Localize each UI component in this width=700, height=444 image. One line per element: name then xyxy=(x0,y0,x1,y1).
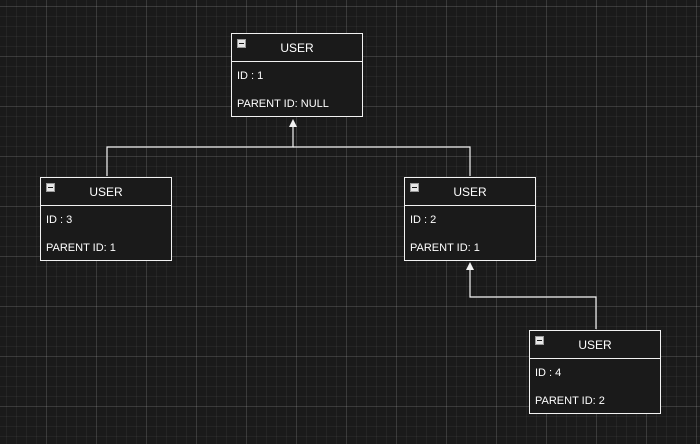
field-id: ID : 2 xyxy=(410,214,437,226)
field-id: ID : 4 xyxy=(535,367,562,379)
connector-user4-to-user2[interactable] xyxy=(466,262,597,329)
collapse-icon[interactable] xyxy=(535,336,544,345)
field-parent-id: PARENT ID: 1 xyxy=(410,242,480,254)
collapse-icon[interactable] xyxy=(410,183,419,192)
entity-user-3[interactable]: USER ID : 3 PARENT ID: 1 xyxy=(40,177,172,261)
entity-user-4[interactable]: USER ID : 4 PARENT ID: 2 xyxy=(529,330,661,414)
connector-user2-to-user1[interactable] xyxy=(293,146,471,176)
connector-user3-to-user1[interactable] xyxy=(106,119,297,176)
field-parent-id: PARENT ID: NULL xyxy=(237,98,329,110)
entity-user-2[interactable]: USER ID : 2 PARENT ID: 1 xyxy=(404,177,536,261)
field-id: ID : 3 xyxy=(46,214,73,226)
entity-title: USER xyxy=(89,184,123,199)
collapse-icon[interactable] xyxy=(237,39,246,48)
entity-header: USER xyxy=(530,331,660,359)
entity-header: USER xyxy=(41,178,171,206)
entity-title: USER xyxy=(578,337,612,352)
field-id: ID : 1 xyxy=(237,70,264,82)
entity-user-1[interactable]: USER ID : 1 PARENT ID: NULL xyxy=(231,33,363,117)
entity-title: USER xyxy=(280,40,314,55)
entity-header: USER xyxy=(232,34,362,62)
entity-title: USER xyxy=(453,184,487,199)
entity-header: USER xyxy=(405,178,535,206)
field-parent-id: PARENT ID: 2 xyxy=(535,395,605,407)
collapse-icon[interactable] xyxy=(46,183,55,192)
field-parent-id: PARENT ID: 1 xyxy=(46,242,116,254)
